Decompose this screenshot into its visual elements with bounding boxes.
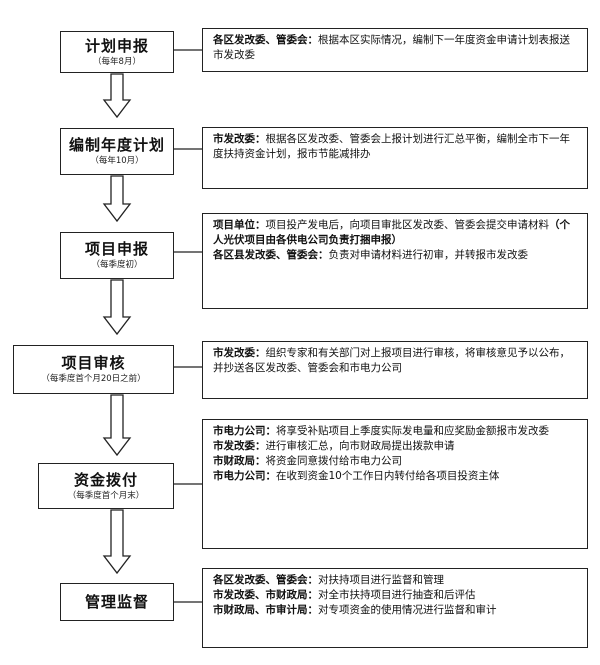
detail-org: 项目单位： [213, 219, 266, 231]
step-title: 编制年度计划 [68, 136, 165, 154]
step-box-project-review: 项目审核 （每季度首个月20日之前） [13, 345, 174, 394]
detail-text: 将资金同意拨付给市电力公司 [265, 455, 403, 467]
step-title: 计划申报 [84, 36, 149, 55]
detail-org: 各区发改委、管委会： [213, 34, 318, 46]
detail-text: 将享受补贴项目上季度实际发电量和应奖励金额报市发改委 [276, 425, 549, 437]
detail-line: 项目单位：项目投产发电后，向项目审批区发改委、管委会提交申请材料（个人光伏项目由… [213, 218, 579, 248]
detail-line: 各区发改委、管委会：根据本区实际情况，编制下一年度资金申请计划表报送市发改委 [213, 33, 579, 63]
detail-text: 组织专家和有关部门对上报项目进行审核，将审核意见予以公布，并抄送各区发改委、管委… [213, 347, 570, 374]
down-arrow-2 [102, 175, 132, 223]
step-note: （每季度首个月20日之前） [41, 374, 146, 384]
detail-org: 市发改委： [213, 133, 266, 145]
detail-box-fund-allocation: 市电力公司：将享受补贴项目上季度实际发电量和应奖励金额报市发改委 市发改委：进行… [202, 419, 588, 549]
step-box-plan-declare: 计划申报 （每年8月） [60, 31, 174, 73]
step-title: 资金拨付 [73, 470, 138, 489]
detail-line: 市财政局、市审计局：对专项资金的使用情况进行监督和审计 [213, 603, 579, 618]
step-box-annual-plan: 编制年度计划 （每年10月） [60, 128, 174, 175]
detail-line: 市发改委：组织专家和有关部门对上报项目进行审核，将审核意见予以公布，并抄送各区发… [213, 346, 579, 376]
detail-box-annual-plan: 市发改委：根据各区发改委、管委会上报计划进行汇总平衡，编制全市下一年度扶持资金计… [202, 127, 588, 189]
detail-box-supervision: 各区发改委、管委会：对扶持项目进行监督和管理 市发改委、市财政局：对全市扶持项目… [202, 568, 588, 648]
step-note: （每年8月） [93, 56, 141, 67]
detail-org: 市财政局、市审计局： [213, 604, 318, 616]
detail-line: 各区发改委、管委会：对扶持项目进行监督和管理 [213, 573, 579, 588]
step-note: （每年10月） [90, 156, 144, 166]
down-arrow-1 [102, 73, 132, 119]
step-note: （每季度首个月末） [67, 490, 145, 501]
detail-text: 根据本区实际情况，编制下一年度资金申请计划表报送市发改委 [213, 34, 570, 61]
detail-text: 对扶持项目进行监督和管理 [318, 574, 444, 586]
detail-line: 各区县发改委、管委会：负责对申请材料进行初审，并转报市发改委 [213, 248, 579, 263]
detail-text: 在收到资金10个工作日内转付给各项目投资主体 [276, 470, 500, 482]
detail-line: 市发改委：进行审核汇总，向市财政局提出拨款申请 [213, 439, 579, 454]
detail-text: 根据各区发改委、管委会上报计划进行汇总平衡，编制全市下一年度扶持资金计划，报市节… [213, 133, 570, 160]
detail-org: 市电力公司： [213, 425, 276, 437]
detail-line: 市发改委：根据各区发改委、管委会上报计划进行汇总平衡，编制全市下一年度扶持资金计… [213, 132, 579, 162]
detail-box-project-review: 市发改委：组织专家和有关部门对上报项目进行审核，将审核意见予以公布，并抄送各区发… [202, 341, 588, 399]
detail-line: 市财政局：将资金同意拨付给市电力公司 [213, 454, 579, 469]
down-arrow-5 [102, 509, 132, 575]
detail-org: 市电力公司： [213, 470, 276, 482]
step-box-fund-allocation: 资金拨付 （每季度首个月末） [38, 463, 174, 509]
detail-org: 市财政局： [213, 455, 266, 467]
detail-org: 市发改委、市财政局： [213, 589, 318, 601]
step-box-supervision: 管理监督 [60, 583, 174, 621]
detail-text: 负责对申请材料进行初审，并转报市发改委 [328, 249, 529, 261]
detail-text: 进行审核汇总，向市财政局提出拨款申请 [265, 440, 455, 452]
step-title: 项目申报 [84, 240, 149, 258]
detail-text: 对专项资金的使用情况进行监督和审计 [318, 604, 497, 616]
detail-org: 各区县发改委、管委会： [213, 249, 329, 261]
detail-text: 对全市扶持项目进行抽查和后评估 [318, 589, 476, 601]
detail-text: 项目投产发电后，向项目审批区发改委、管委会提交申请材料 [265, 219, 550, 231]
step-box-project-declare: 项目申报 （每季度初） [60, 232, 174, 279]
detail-org: 市发改委： [213, 440, 266, 452]
detail-org: 市发改委： [213, 347, 266, 359]
down-arrow-3 [102, 279, 132, 336]
detail-line: 市电力公司：将享受补贴项目上季度实际发电量和应奖励金额报市发改委 [213, 424, 579, 439]
down-arrow-4 [102, 394, 132, 457]
detail-org: 各区发改委、管委会： [213, 574, 318, 586]
detail-line: 市电力公司：在收到资金10个工作日内转付给各项目投资主体 [213, 469, 579, 484]
step-title: 管理监督 [84, 593, 149, 611]
detail-box-project-declare: 项目单位：项目投产发电后，向项目审批区发改委、管委会提交申请材料（个人光伏项目由… [202, 213, 588, 309]
step-note: （每季度初） [91, 260, 143, 270]
detail-line: 市发改委、市财政局：对全市扶持项目进行抽查和后评估 [213, 588, 579, 603]
detail-box-plan-declare: 各区发改委、管委会：根据本区实际情况，编制下一年度资金申请计划表报送市发改委 [202, 28, 588, 72]
step-title: 项目审核 [61, 354, 126, 372]
detail-strong-note: （个人光伏项目由各供电公司负责打捆申报） [213, 219, 570, 246]
